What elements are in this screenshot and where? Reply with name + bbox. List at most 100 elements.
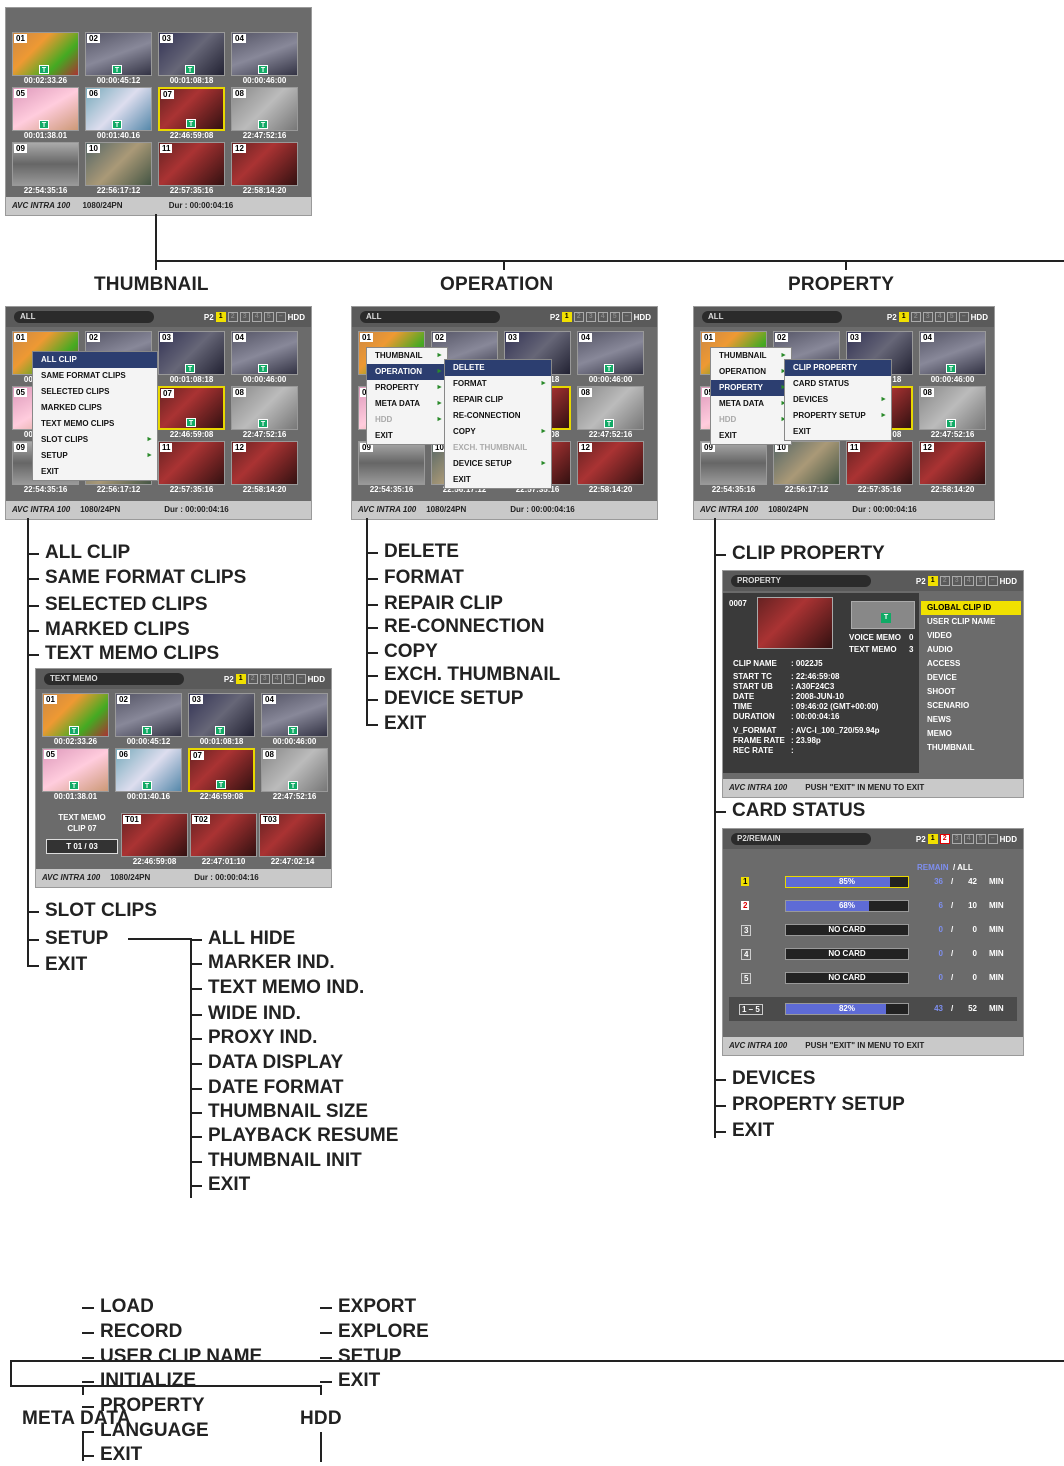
menu-item-thumbnail[interactable]: THUMBNAIL► xyxy=(367,348,447,364)
property-list-item[interactable]: VIDEO xyxy=(927,631,952,640)
card-status-title: P2/REMAIN xyxy=(731,833,871,845)
menu-item-operation[interactable]: OPERATION► xyxy=(711,364,791,380)
menu-item-exit[interactable]: EXIT xyxy=(785,424,891,440)
menu-item-format[interactable]: FORMAT► xyxy=(445,376,551,392)
menu-item-exit[interactable]: EXIT xyxy=(367,428,447,444)
property-list-item[interactable]: THUMBNAIL xyxy=(927,743,975,752)
property-list-item[interactable]: SHOOT xyxy=(927,687,956,696)
clip-thumbnail[interactable]: 09 xyxy=(700,441,767,485)
menu-item-property-setup[interactable]: PROPERTY SETUP► xyxy=(785,408,891,424)
text-memo-icon: T xyxy=(185,364,195,373)
menu-item-selected-clips[interactable]: SELECTED CLIPS xyxy=(33,384,157,400)
menu-item-copy[interactable]: COPY► xyxy=(445,424,551,440)
clip-thumbnail[interactable]: 12 xyxy=(231,142,298,186)
menu-item-property[interactable]: PROPERTY► xyxy=(711,380,791,396)
text-memo-thumbnail[interactable]: T01 xyxy=(121,813,188,857)
clip-number: 03 xyxy=(506,333,519,342)
clip-thumbnail[interactable]: 11 xyxy=(846,441,913,485)
property-list-item[interactable]: NEWS xyxy=(927,715,951,724)
clip-thumbnail[interactable]: 09 xyxy=(358,441,425,485)
menu-item-exit[interactable]: EXIT xyxy=(445,472,551,488)
total-minutes: 42 xyxy=(968,877,977,886)
remain-label: REMAIN xyxy=(917,863,949,872)
clip-thumbnail[interactable]: 11 xyxy=(158,142,225,186)
property-list-item[interactable]: AUDIO xyxy=(927,645,953,654)
tree-item-language: LANGUAGE xyxy=(100,1420,209,1441)
remain-percent: 68% xyxy=(838,901,855,910)
text-memo-icon: T xyxy=(216,780,226,789)
property-list-item[interactable]: MEMO xyxy=(927,729,952,738)
property-list-item[interactable]: USER CLIP NAME xyxy=(927,617,996,626)
property-list-item[interactable]: GLOBAL CLIP ID xyxy=(921,601,1021,615)
menu-item-hdd[interactable]: HDD► xyxy=(711,412,791,428)
menu-item-delete[interactable]: DELETE xyxy=(445,360,551,376)
menu-item-exch-thumbnail[interactable]: EXCH. THUMBNAIL xyxy=(445,440,551,456)
menu-item-device-setup[interactable]: DEVICE SETUP► xyxy=(445,456,551,472)
menu-item-hdd[interactable]: HDD► xyxy=(367,412,447,428)
menu-item-re-connection[interactable]: RE-CONNECTION xyxy=(445,408,551,424)
menu-item-operation[interactable]: OPERATION► xyxy=(367,364,447,380)
clip-timecode: 00:00:46:00 xyxy=(930,375,975,384)
remain-bar: 85% xyxy=(785,876,909,888)
text-memo-thumbnail[interactable]: T03 xyxy=(259,813,326,857)
tree-item-card-status: CARD STATUS xyxy=(732,800,866,821)
clip-thumbnail[interactable]: 09 xyxy=(12,142,79,186)
text-memo-thumbnail[interactable]: T02 xyxy=(190,813,257,857)
menu-item-setup[interactable]: SETUP► xyxy=(33,448,157,464)
mode-pill: ALL xyxy=(14,311,154,323)
menu-item-same-format-clips[interactable]: SAME FORMAT CLIPS xyxy=(33,368,157,384)
clip-thumbnail[interactable]: 10 xyxy=(85,142,152,186)
menu-item-card-status[interactable]: CARD STATUS xyxy=(785,376,891,392)
menu-item-slot-clips[interactable]: SLOT CLIPS► xyxy=(33,432,157,448)
menu-item-clip-property[interactable]: CLIP PROPERTY xyxy=(785,360,891,376)
menu-item-thumbnail[interactable]: THUMBNAIL► xyxy=(711,348,791,364)
clip-thumbnail[interactable]: 10 xyxy=(773,441,840,485)
menu-item-meta-data[interactable]: META DATA► xyxy=(711,396,791,412)
clip-thumbnail[interactable]: 11 xyxy=(158,441,225,485)
menu-item-text-memo-clips[interactable]: TEXT MEMO CLIPS xyxy=(33,416,157,432)
menu-item-all-clip[interactable]: ALL CLIP xyxy=(33,352,157,368)
property-list-item[interactable]: ACCESS xyxy=(927,659,961,668)
menu-item-exit[interactable]: EXIT xyxy=(33,464,157,480)
menu-item-property[interactable]: PROPERTY► xyxy=(367,380,447,396)
clip-thumbnail[interactable]: 12 xyxy=(231,441,298,485)
menu-item-meta-data[interactable]: META DATA► xyxy=(367,396,447,412)
clip-thumbnail[interactable]: 12 xyxy=(577,441,644,485)
property-list-item[interactable]: SCENARIO xyxy=(927,701,970,710)
menu-item-devices[interactable]: DEVICES► xyxy=(785,392,891,408)
clip-timecode: 00:00:46:00 xyxy=(242,76,287,85)
menu-item-exit[interactable]: EXIT xyxy=(711,428,791,444)
clip-thumbnail[interactable]: 12 xyxy=(919,441,986,485)
menu-item-marked-clips[interactable]: MARKED CLIPS xyxy=(33,400,157,416)
text-memo-icon: T xyxy=(112,65,122,74)
menu-item-repair-clip[interactable]: REPAIR CLIP xyxy=(445,392,551,408)
property-list-item[interactable]: DEVICE xyxy=(927,673,957,682)
slot-number: 1 – 5 xyxy=(739,1004,763,1015)
remain-bar: 68% xyxy=(785,900,909,912)
clip-number: 09 xyxy=(360,443,373,452)
